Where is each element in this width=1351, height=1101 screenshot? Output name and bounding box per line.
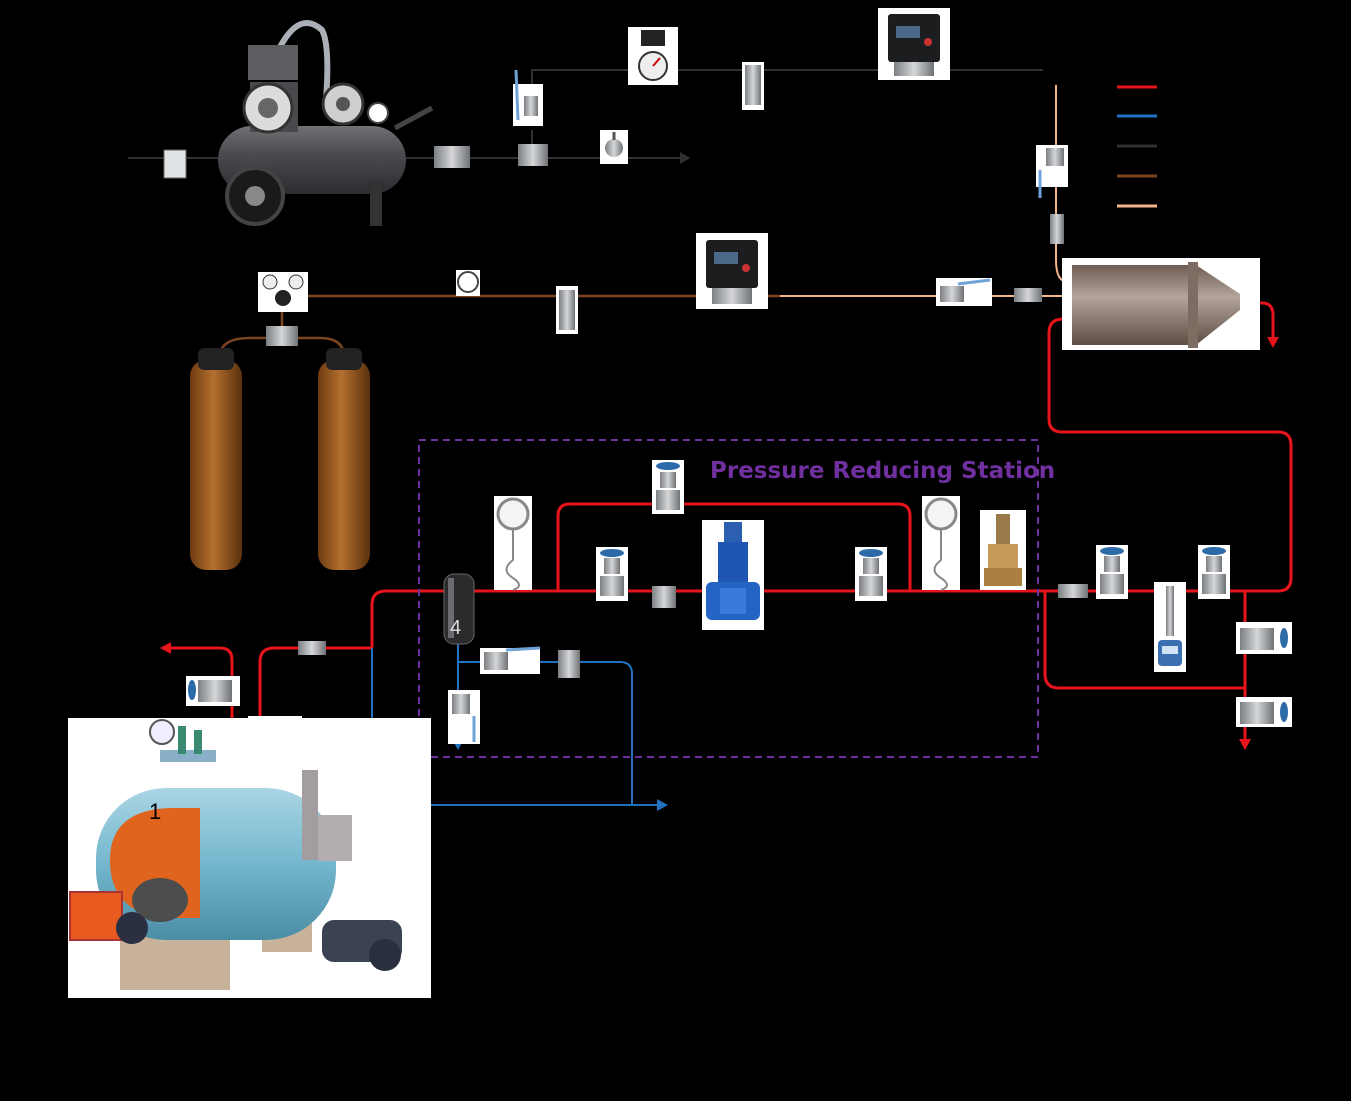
- safety-relief-valve-icon: [980, 510, 1026, 590]
- air-intake-filter-icon: [163, 149, 187, 179]
- air-globe-valve-icon: [600, 130, 628, 164]
- mixture-union-icon: [1050, 214, 1064, 244]
- boiler-outlet-union-icon: [298, 641, 326, 655]
- outlet-globe-valve-icon: [855, 547, 887, 601]
- branch-valve-lower-icon: [1236, 697, 1292, 727]
- steam-pipes: [160, 301, 1293, 785]
- gas-pressure-gauge-icon: [456, 270, 480, 296]
- air-mass-flow-controller-icon: [878, 8, 950, 80]
- air-pressure-regulator-icon: [628, 27, 678, 85]
- station-title: Pressure Reducing Station: [710, 458, 1055, 484]
- air-ball-valve-vertical-icon: [513, 69, 543, 126]
- bypass-globe-valve-icon: [652, 460, 684, 514]
- gas-cylinder-left-icon: [190, 348, 242, 570]
- mixture-ball-valve-icon: [1036, 145, 1068, 198]
- steam-flow-meter-icon: [1154, 582, 1186, 672]
- burner-reactor-icon: [1062, 258, 1260, 350]
- strainer-icon: [652, 586, 676, 608]
- steam-boiler-icon: [68, 718, 431, 998]
- separator-number: 4: [450, 617, 461, 639]
- outlet-pressure-gauge-icon: [922, 496, 960, 591]
- downstream-globe-valve-2-icon: [1198, 545, 1230, 599]
- air-compressor-icon: [218, 20, 434, 226]
- separator-drain-valve-icon: [448, 690, 480, 744]
- inlet-globe-valve-icon: [596, 547, 628, 601]
- boiler-vent-valve-icon: [186, 676, 240, 706]
- gas-pressure-regulator-icon: [258, 272, 308, 312]
- inlet-pressure-gauge-icon: [494, 496, 532, 591]
- boiler-number: 1: [149, 799, 161, 824]
- downstream-globe-valve-1-icon: [1096, 545, 1128, 599]
- branch-valve-upper-icon: [1236, 622, 1292, 654]
- air-tee-fitting-icon: [518, 144, 548, 166]
- gas-mass-flow-controller-icon: [696, 233, 768, 309]
- gas-union-icon: [1014, 288, 1042, 302]
- cylinder-manifold-tee-icon: [266, 326, 298, 346]
- gas-cylinder-right-icon: [318, 348, 370, 570]
- gas-ball-valve-icon: [936, 278, 992, 306]
- gas-filter-icon: [556, 286, 578, 334]
- pressure-reducing-valve-icon: [702, 520, 764, 630]
- mixture-pipes: [780, 85, 1069, 297]
- steam-union-icon: [1058, 584, 1088, 598]
- air-dryer-icon: [434, 146, 470, 168]
- air-filter-icon: [742, 62, 764, 110]
- drain-ball-valve-icon: [480, 646, 541, 674]
- separator-icon: [443, 573, 475, 645]
- drain-steam-trap-icon: [558, 650, 580, 678]
- legend: [1117, 85, 1157, 208]
